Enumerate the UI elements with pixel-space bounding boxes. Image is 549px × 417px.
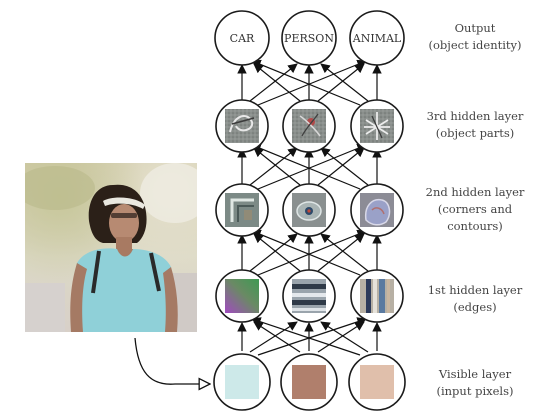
output-node-animal-label: ANIMAL <box>352 32 402 45</box>
edge-h2b-h3a <box>253 147 301 186</box>
hidden3-subtitle: (object parts) <box>435 126 515 140</box>
hidden1-title: 1st hidden layer <box>427 283 523 297</box>
h1-feature-3 <box>360 279 394 313</box>
edge-h2b-h3c <box>317 147 365 186</box>
edge-h1a-h2c <box>257 229 367 276</box>
edge-h3c-out-person <box>320 63 369 102</box>
h2-feature-2 <box>292 193 326 227</box>
edge-h3a-out-person <box>249 63 298 102</box>
h3-feature-1 <box>225 109 259 143</box>
hidden3-label: 3rd hidden layer (object parts) <box>405 108 545 142</box>
edge-v1-h1c <box>257 317 367 356</box>
hidden2-subtitle-2: contours) <box>447 219 503 233</box>
edge-h3a-out-animal <box>257 59 367 106</box>
edge-h3b-out-animal <box>317 63 365 102</box>
h2-feature-3 <box>360 193 394 227</box>
output-node-car-label: CAR <box>230 32 255 45</box>
output-layer-label: Output (object identity) <box>405 20 545 54</box>
edge-h3b-out-car <box>253 63 301 102</box>
edge-v1-h1b <box>249 321 298 353</box>
edge-h1b-h2a <box>253 233 301 272</box>
visible-layer-label: Visible layer (input pixels) <box>405 366 545 400</box>
hidden2-title: 2nd hidden layer <box>425 185 525 199</box>
edge-h3c-out-car <box>251 59 361 106</box>
visible-pixel-2 <box>292 365 326 399</box>
edge-v2-h1a <box>253 321 301 353</box>
output-node-person-label: PERSON <box>284 32 334 45</box>
h1-feature-2 <box>292 279 326 313</box>
output-layer: CAR PERSON ANIMAL <box>214 10 405 66</box>
visible-pixel-3 <box>360 365 394 399</box>
output-node-person <box>281 10 337 66</box>
visible-layer <box>213 353 406 411</box>
output-layer-subtitle: (object identity) <box>428 38 522 52</box>
h3-feature-2 <box>292 109 326 143</box>
edge-h1b-h2c <box>317 233 365 272</box>
h1-feature-1 <box>225 279 259 313</box>
edge-h1c-h2b <box>320 233 369 272</box>
hidden2-label: 2nd hidden layer (corners and contours) <box>405 184 545 235</box>
edge-v3-h1b <box>320 321 369 353</box>
hidden-layer-1 <box>215 269 404 323</box>
output-layer-title: Output <box>454 21 496 35</box>
visible-layer-title: Visible layer <box>438 367 512 381</box>
hidden1-label: 1st hidden layer (edges) <box>405 282 545 316</box>
hidden2-subtitle-1: (corners and <box>437 202 513 216</box>
edge-v3-h1a <box>251 317 361 356</box>
edge-h2a-h3b <box>249 147 298 186</box>
edge-h1a-h2b <box>249 233 298 272</box>
hidden-layer-3 <box>215 99 404 153</box>
edge-h1c-h2a <box>251 229 361 276</box>
edge-h2c-h3b <box>320 147 369 186</box>
hidden1-subtitle: (edges) <box>453 300 497 314</box>
edge-v2-h1c <box>317 321 365 353</box>
edge-h2a-h3c <box>257 143 367 190</box>
visible-pixel-1 <box>225 365 259 399</box>
photo-to-input-arrow <box>134 337 210 384</box>
h3-feature-3 <box>360 109 394 143</box>
hidden-layer-2 <box>215 183 404 237</box>
output-node-car <box>214 10 270 66</box>
edge-h2c-h3a <box>251 143 361 190</box>
output-node-animal <box>349 10 405 66</box>
h2-feature-1 <box>225 193 259 227</box>
hidden3-title: 3rd hidden layer <box>426 109 524 123</box>
input-photo <box>25 163 197 332</box>
visible-layer-subtitle: (input pixels) <box>436 384 514 398</box>
connections <box>134 59 382 384</box>
